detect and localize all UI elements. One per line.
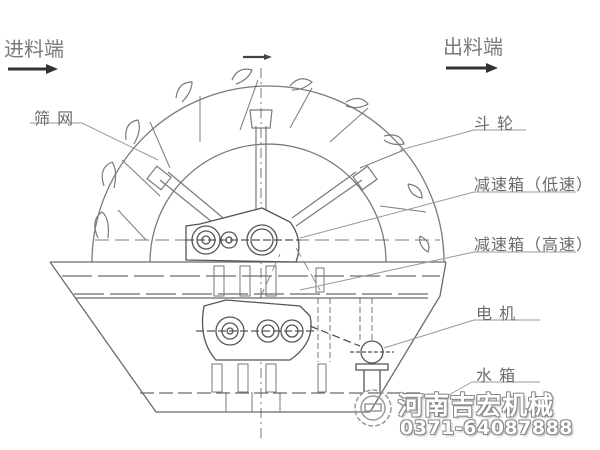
watermark-phone: 0371-64087888: [400, 417, 574, 439]
callout-bucket-wheel: 斗 轮: [474, 114, 515, 133]
leader-bucket-wheel: [399, 129, 526, 151]
reducer-high-speed: [196, 299, 316, 361]
reducer-low-speed: [185, 207, 300, 263]
outlet-arrow-icon: [446, 63, 498, 73]
leader-reducer-high: [299, 251, 576, 291]
gear-logo-icon: [354, 389, 392, 427]
callout-motor: 电 机: [476, 304, 517, 323]
callout-reducer-low: 减速箱（低速）: [474, 175, 594, 194]
outlet-label: 出料端: [443, 35, 503, 59]
leader-reducer-low: [299, 191, 576, 239]
watermark-company: 河南吉宏机械: [398, 391, 555, 420]
inlet-arrow-icon: [8, 64, 58, 74]
callout-screen: 筛 网: [34, 109, 75, 128]
bucket-wheel-inner-rim: [149, 143, 387, 263]
callout-reducer-high: 减速箱（高速）: [474, 235, 594, 254]
leader-water-tank: [439, 381, 540, 401]
leader-screen: [30, 122, 159, 161]
callout-water-tank: 水 箱: [476, 366, 517, 385]
motor: [309, 325, 394, 392]
bucket-wheel-outer-rim: [91, 85, 445, 263]
water-tank-hull: [49, 261, 370, 413]
leader-motor: [383, 319, 540, 349]
rotation-arrow-icon: [243, 54, 272, 60]
inlet-label: 进料端: [4, 37, 64, 61]
buckets: [94, 68, 430, 253]
